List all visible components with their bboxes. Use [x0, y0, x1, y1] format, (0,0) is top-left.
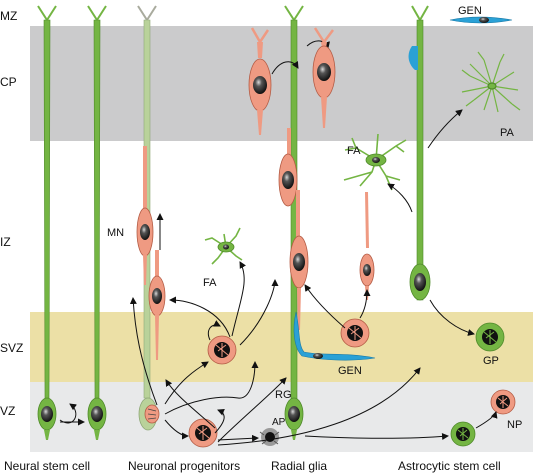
- vz-progenitor: [188, 418, 218, 448]
- label-mn: MN: [107, 227, 124, 239]
- label-gen-top: GEN: [458, 5, 482, 17]
- zone-label-cp: CP: [0, 75, 17, 89]
- iz-neuron-right: [359, 192, 375, 300]
- migrating-neuron-upper: [136, 146, 154, 285]
- bottom-label-neuronal-progenitors: Neuronal progenitors: [128, 459, 240, 473]
- gen-cell-top: [449, 16, 513, 24]
- label-ap: AP: [272, 417, 286, 428]
- neuronal-progenitor: [490, 389, 516, 415]
- neural-stem-cell-daughter: [87, 5, 107, 440]
- fibrous-astrocyte-right: [343, 133, 407, 191]
- label-np: NP: [507, 419, 522, 431]
- zone-label-svz: SVZ: [0, 341, 23, 355]
- zone-label-iz: IZ: [0, 235, 11, 249]
- label-fa-left: FA: [203, 277, 217, 289]
- cp-neuron-right: [312, 27, 336, 128]
- label-pa: PA: [500, 127, 515, 139]
- label-gp: GP: [483, 355, 499, 367]
- neural-stem-cell: [37, 5, 57, 440]
- protoplasmic-astrocyte: [461, 51, 521, 113]
- svz-progenitor-left: [207, 335, 237, 365]
- label-fa-right: FA: [347, 145, 361, 157]
- zone-label-vz: VZ: [0, 404, 15, 418]
- svz-band: [30, 312, 533, 382]
- iz-neuron-lower: [289, 190, 309, 330]
- iz-neuron-upper: [278, 128, 298, 207]
- glial-progenitor-vz: [450, 421, 476, 447]
- svz-progenitor-right: [340, 318, 370, 348]
- bottom-label-neural-stem-cell: Neural stem cell: [4, 459, 90, 473]
- gen-cell-bottom: [293, 311, 376, 361]
- glial-progenitor: [475, 322, 505, 352]
- ependymal-cell-on-astrocytic-fiber: [408, 46, 418, 70]
- lineage-arrows: [129, 109, 498, 446]
- cp-neuron-left: [248, 27, 272, 135]
- bottom-label-astrocytic-stem-cell: Astrocytic stem cell: [398, 459, 501, 473]
- fibrous-astrocyte-left: [204, 227, 243, 265]
- cp-migration-arrow: [271, 61, 299, 75]
- astrocytic-stem-cell: [409, 5, 431, 301]
- label-rg: RG: [275, 389, 292, 401]
- label-gen-bottom: GEN: [338, 365, 362, 377]
- top-curve-arrow: [306, 40, 330, 49]
- cp-band: [30, 26, 533, 141]
- bottom-label-radial-glia: Radial glia: [271, 459, 327, 473]
- vz-band: [30, 382, 533, 452]
- migrating-neuron-lower: [148, 250, 166, 360]
- zone-label-mz: MZ: [0, 9, 17, 23]
